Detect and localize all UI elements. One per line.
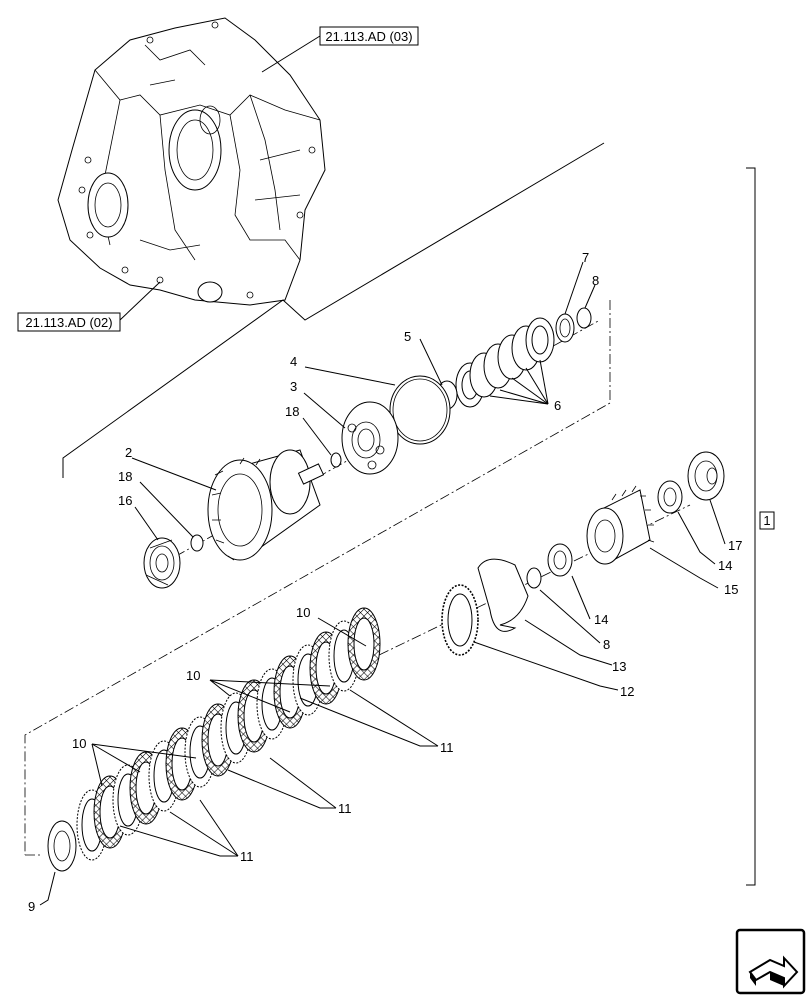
callout-4: 4	[290, 354, 297, 369]
callout-11-middle: 11	[338, 801, 352, 816]
callout-14-upper: 14	[718, 558, 732, 573]
callout-18-lower: 18	[118, 469, 132, 484]
o-ring-4	[389, 375, 451, 445]
callout-6: 6	[554, 398, 561, 413]
callout-17: 17	[728, 538, 742, 553]
callout-9: 9	[28, 899, 35, 914]
assembly-boundary	[24, 142, 611, 856]
transmission-housing-illustration	[57, 17, 326, 306]
callout-5: 5	[404, 329, 411, 344]
callout-8-lower: 8	[603, 637, 610, 652]
group-bracket	[746, 167, 756, 886]
thrust-washer-9	[47, 820, 77, 872]
callout-11-bottom: 11	[240, 849, 254, 864]
spring-washer-stack	[455, 317, 555, 408]
reference-label-lower[interactable]: 21.113.AD (02)	[17, 281, 161, 332]
svg-text:1: 1	[763, 513, 770, 528]
retaining-ring-13	[477, 558, 529, 632]
seal-ring-18-lower	[190, 534, 204, 552]
ball-bearing-17	[687, 451, 725, 501]
callout-8-upper: 8	[592, 273, 599, 288]
callout-15: 15	[724, 582, 738, 597]
callout-10-middle: 10	[186, 668, 200, 683]
callout-12: 12	[620, 684, 634, 699]
callout-7: 7	[582, 250, 589, 265]
callout-numbers: 2 3 4 5 6 7 8 18 18 16 17 14 15 14 8 13 …	[28, 250, 742, 914]
next-page-arrow-icon[interactable]	[735, 928, 806, 995]
snap-ring-8-lower	[526, 567, 542, 589]
ball-bearing-16	[143, 537, 181, 589]
callout-10-top: 10	[296, 605, 310, 620]
clutch-pack	[76, 607, 381, 861]
callout-16: 16	[118, 493, 132, 508]
callout-10-left: 10	[72, 736, 86, 751]
needle-bearing-14-upper	[657, 480, 683, 514]
callout-3: 3	[290, 379, 297, 394]
callout-13: 13	[612, 659, 626, 674]
thrust-washer-7	[555, 313, 575, 343]
leader-lines	[39, 261, 726, 906]
clutch-drum-gear	[207, 449, 325, 561]
svg-text:21.113.AD (03): 21.113.AD (03)	[325, 29, 412, 44]
snap-ring-8-upper	[576, 307, 592, 329]
callout-14-lower: 14	[594, 612, 608, 627]
end-plate-12	[441, 584, 479, 656]
clutch-piston	[341, 401, 399, 475]
needle-bearing-14-lower	[547, 543, 573, 577]
reference-label-upper[interactable]: 21.113.AD (03)	[261, 26, 419, 73]
sun-gear-15	[586, 485, 655, 565]
seal-ring-18-upper	[330, 452, 342, 468]
callout-18-upper: 18	[285, 404, 299, 419]
group-label-box[interactable]: 1	[759, 511, 775, 530]
callout-2: 2	[125, 445, 132, 460]
svg-text:21.113.AD (02): 21.113.AD (02)	[25, 315, 112, 330]
callout-11-right: 11	[440, 740, 454, 755]
